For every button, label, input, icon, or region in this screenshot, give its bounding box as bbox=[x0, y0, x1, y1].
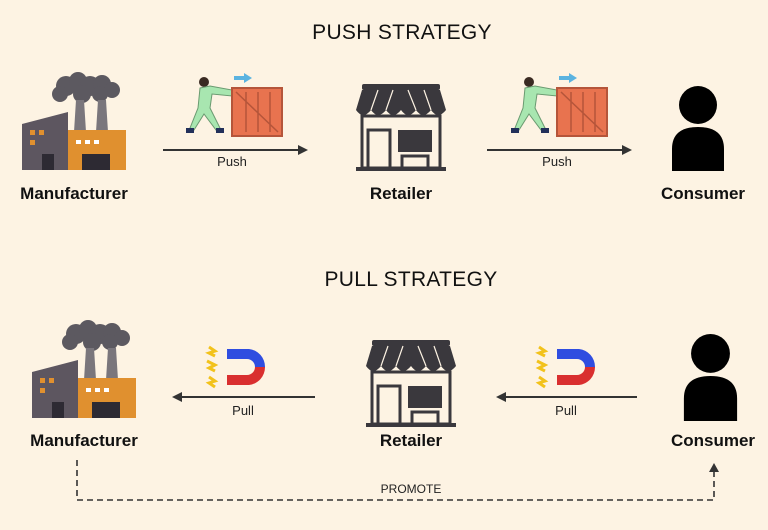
pull-arrow-2 bbox=[496, 392, 637, 402]
pull-manufacturer-label: Manufacturer bbox=[30, 431, 138, 450]
store-icon bbox=[366, 338, 456, 428]
pull-consumer-label: Consumer bbox=[670, 431, 756, 450]
push-strategy-title: PUSH STRATEGY bbox=[312, 21, 492, 44]
push-arrow-1 bbox=[163, 145, 308, 155]
push-consumer-label: Consumer bbox=[660, 184, 746, 203]
pull-arrow-2-label: Pull bbox=[555, 403, 577, 418]
store-icon bbox=[356, 82, 446, 172]
push-arrow-2-label: Push bbox=[542, 154, 572, 169]
consumer-person-icon bbox=[672, 85, 724, 171]
magnet-icon bbox=[535, 345, 597, 391]
magnet-icon bbox=[205, 345, 267, 391]
factory-icon bbox=[22, 72, 126, 172]
promote-label: PROMOTE bbox=[380, 482, 442, 496]
push-retailer-label: Retailer bbox=[369, 184, 433, 203]
push-arrow-2 bbox=[487, 145, 632, 155]
pull-retailer-label: Retailer bbox=[379, 431, 443, 450]
pushing-crate-icon bbox=[505, 70, 611, 140]
pull-arrow-1-label: Pull bbox=[232, 403, 254, 418]
consumer-person-icon bbox=[683, 333, 738, 421]
push-arrow-1-label: Push bbox=[217, 154, 247, 169]
pull-strategy-title: PULL STRATEGY bbox=[324, 268, 498, 291]
pushing-crate-icon bbox=[180, 70, 286, 140]
promote-dashed-arrow bbox=[76, 460, 719, 501]
push-manufacturer-label: Manufacturer bbox=[20, 184, 128, 203]
factory-icon bbox=[32, 320, 136, 420]
pull-arrow-1 bbox=[172, 392, 315, 402]
